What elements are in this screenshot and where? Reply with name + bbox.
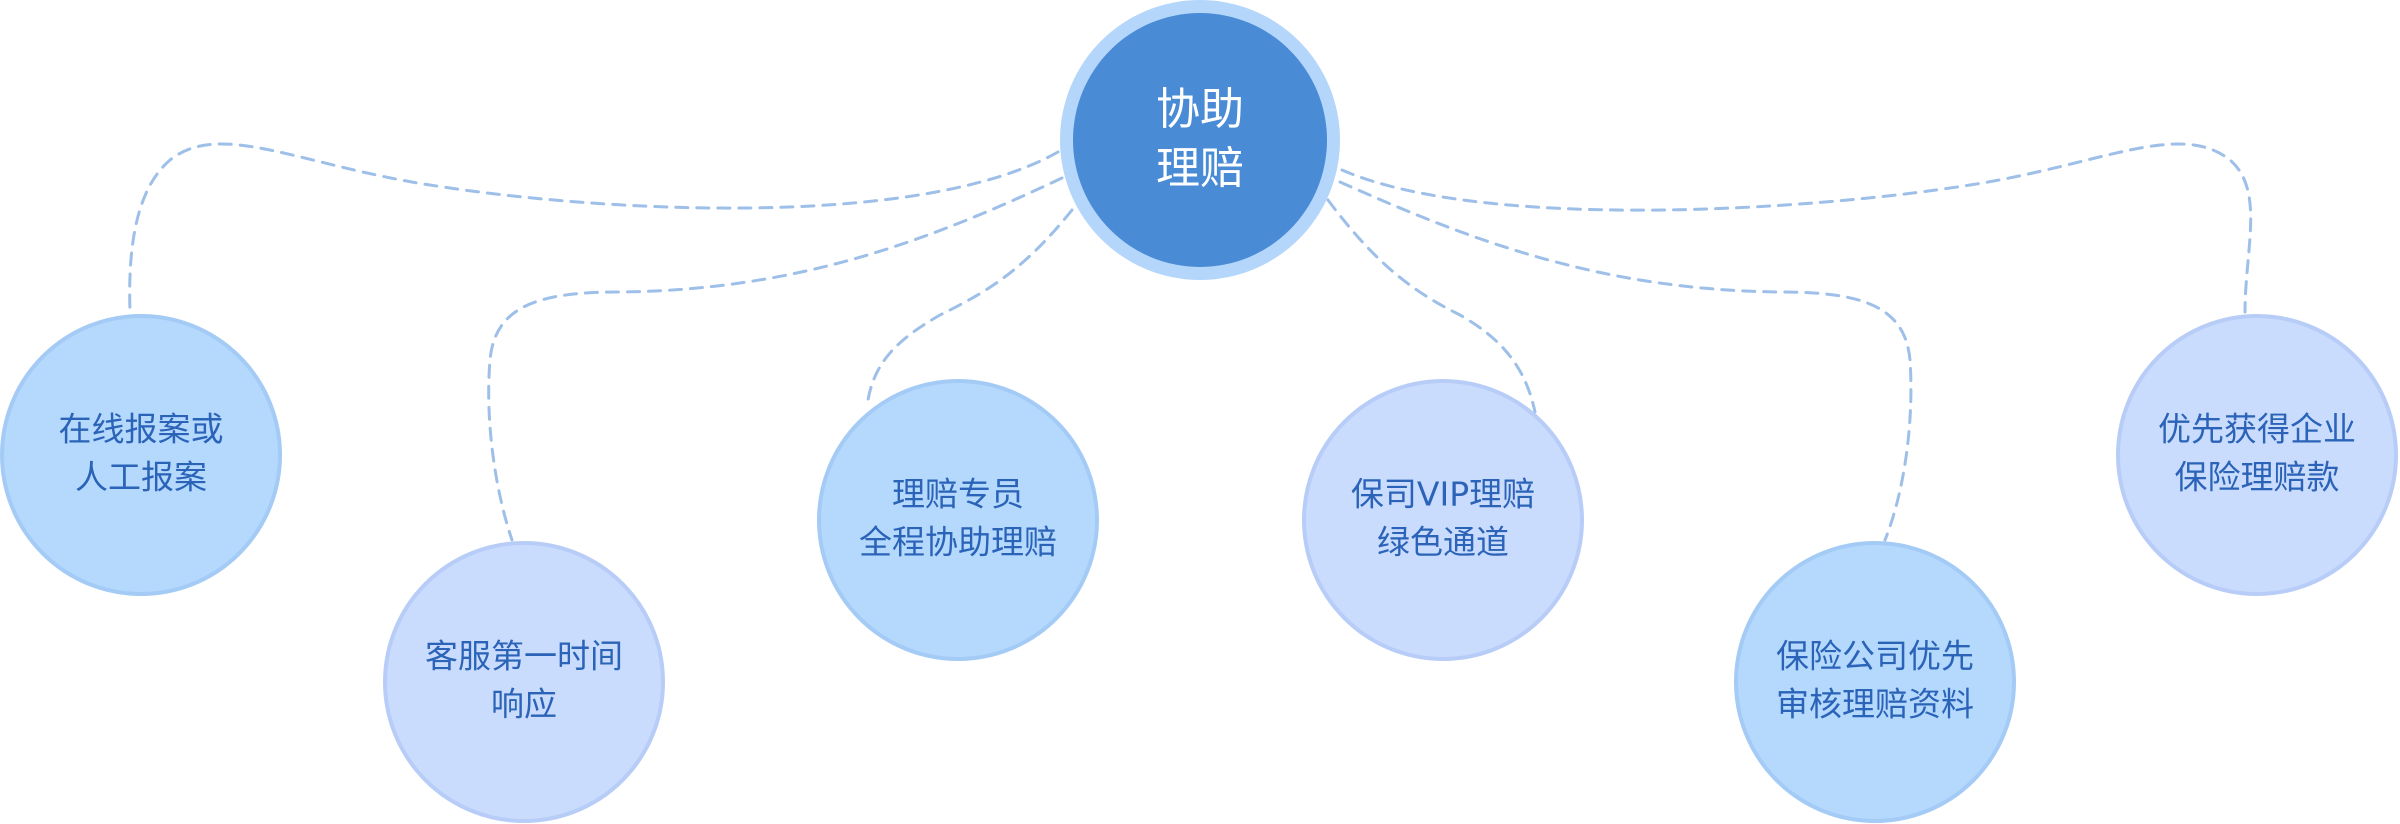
node-label-line-2: 全程协助理赔: [859, 523, 1057, 562]
node-label-line-1: 理赔专员: [892, 475, 1024, 514]
node-insurer-review: 保险公司优先 审核理赔资料: [1734, 541, 2016, 823]
node-label-line-1: 在线报案或: [59, 410, 224, 449]
node-label-line-2: 人工报案: [75, 458, 207, 497]
connector-claims-specialist: [866, 208, 1074, 402]
node-claims-specialist: 理赔专员 全程协助理赔: [817, 379, 1099, 661]
node-label-line-1: 客服第一时间: [425, 637, 623, 676]
node-customer-service: 客服第一时间 响应: [383, 541, 665, 823]
node-label-line-1: 保险公司优先: [1776, 637, 1974, 676]
node-online-report: 在线报案或 人工报案: [0, 314, 282, 596]
connectors: [128, 142, 2253, 542]
node-circle: [0, 314, 282, 596]
node-label-line-2: 审核理赔资料: [1776, 685, 1974, 724]
connector-customer-service: [487, 176, 1064, 542]
center-hub: 协助 理赔: [1060, 0, 1340, 280]
connector-insurer-review: [1338, 180, 1913, 542]
center-label-line-2: 理赔: [1156, 143, 1244, 194]
node-circle: [1302, 379, 1584, 661]
center-circle: [1073, 13, 1327, 267]
node-label-line-2: 保险理赔款: [2175, 458, 2340, 497]
node-circle: [383, 541, 665, 823]
connector-vip-channel: [1326, 198, 1537, 414]
node-label-line-2: 绿色通道: [1377, 523, 1509, 562]
connector-online-report: [128, 142, 1060, 314]
node-priority-payout: 优先获得企业 保险理赔款: [2116, 314, 2398, 596]
node-label-line-2: 响应: [491, 685, 557, 724]
center-label-line-1: 协助: [1156, 84, 1244, 135]
node-circle: [2116, 314, 2398, 596]
node-label-line-1: 保司VIP理赔: [1351, 475, 1535, 514]
node-label-line-1: 优先获得企业: [2158, 410, 2356, 449]
node-circle: [1734, 541, 2016, 823]
node-vip-channel: 保司VIP理赔 绿色通道: [1302, 379, 1584, 661]
connector-priority-payout: [1340, 142, 2253, 314]
node-circle: [817, 379, 1099, 661]
